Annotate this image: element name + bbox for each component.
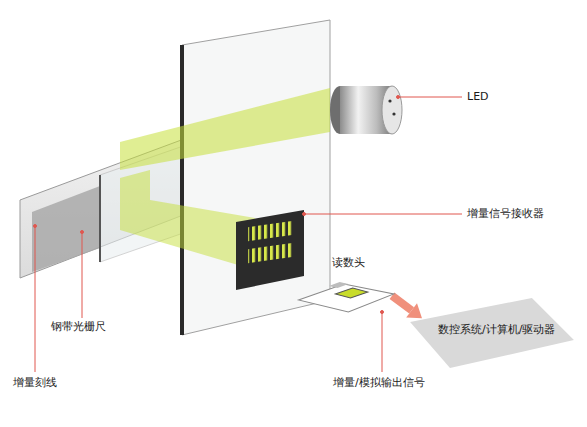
led-label: LED xyxy=(466,90,490,103)
signal-arrow xyxy=(392,296,422,319)
light-beam xyxy=(120,170,255,270)
light-beam xyxy=(120,88,330,170)
plate-edge xyxy=(180,45,184,335)
graduation-label: 增量刻线 xyxy=(12,376,58,389)
glass-plate xyxy=(182,20,330,335)
node-text: 数控系统/计算机/驱动器 xyxy=(438,323,576,336)
tape-edge xyxy=(99,175,101,262)
led-face xyxy=(382,86,402,134)
readhead: 读数头 xyxy=(292,256,396,320)
output-signal-label: 增量/模拟输出信号 xyxy=(332,376,426,389)
control-system-box: 数控系统/计算机/驱动器 xyxy=(408,296,576,370)
node-text: 读数头 xyxy=(332,256,396,269)
graduation-band xyxy=(32,186,100,272)
receiver-label: 增量信号接收器 xyxy=(466,207,545,220)
scale-label: 钢带光栅尺 xyxy=(50,320,107,333)
signal-receiver xyxy=(236,210,304,290)
